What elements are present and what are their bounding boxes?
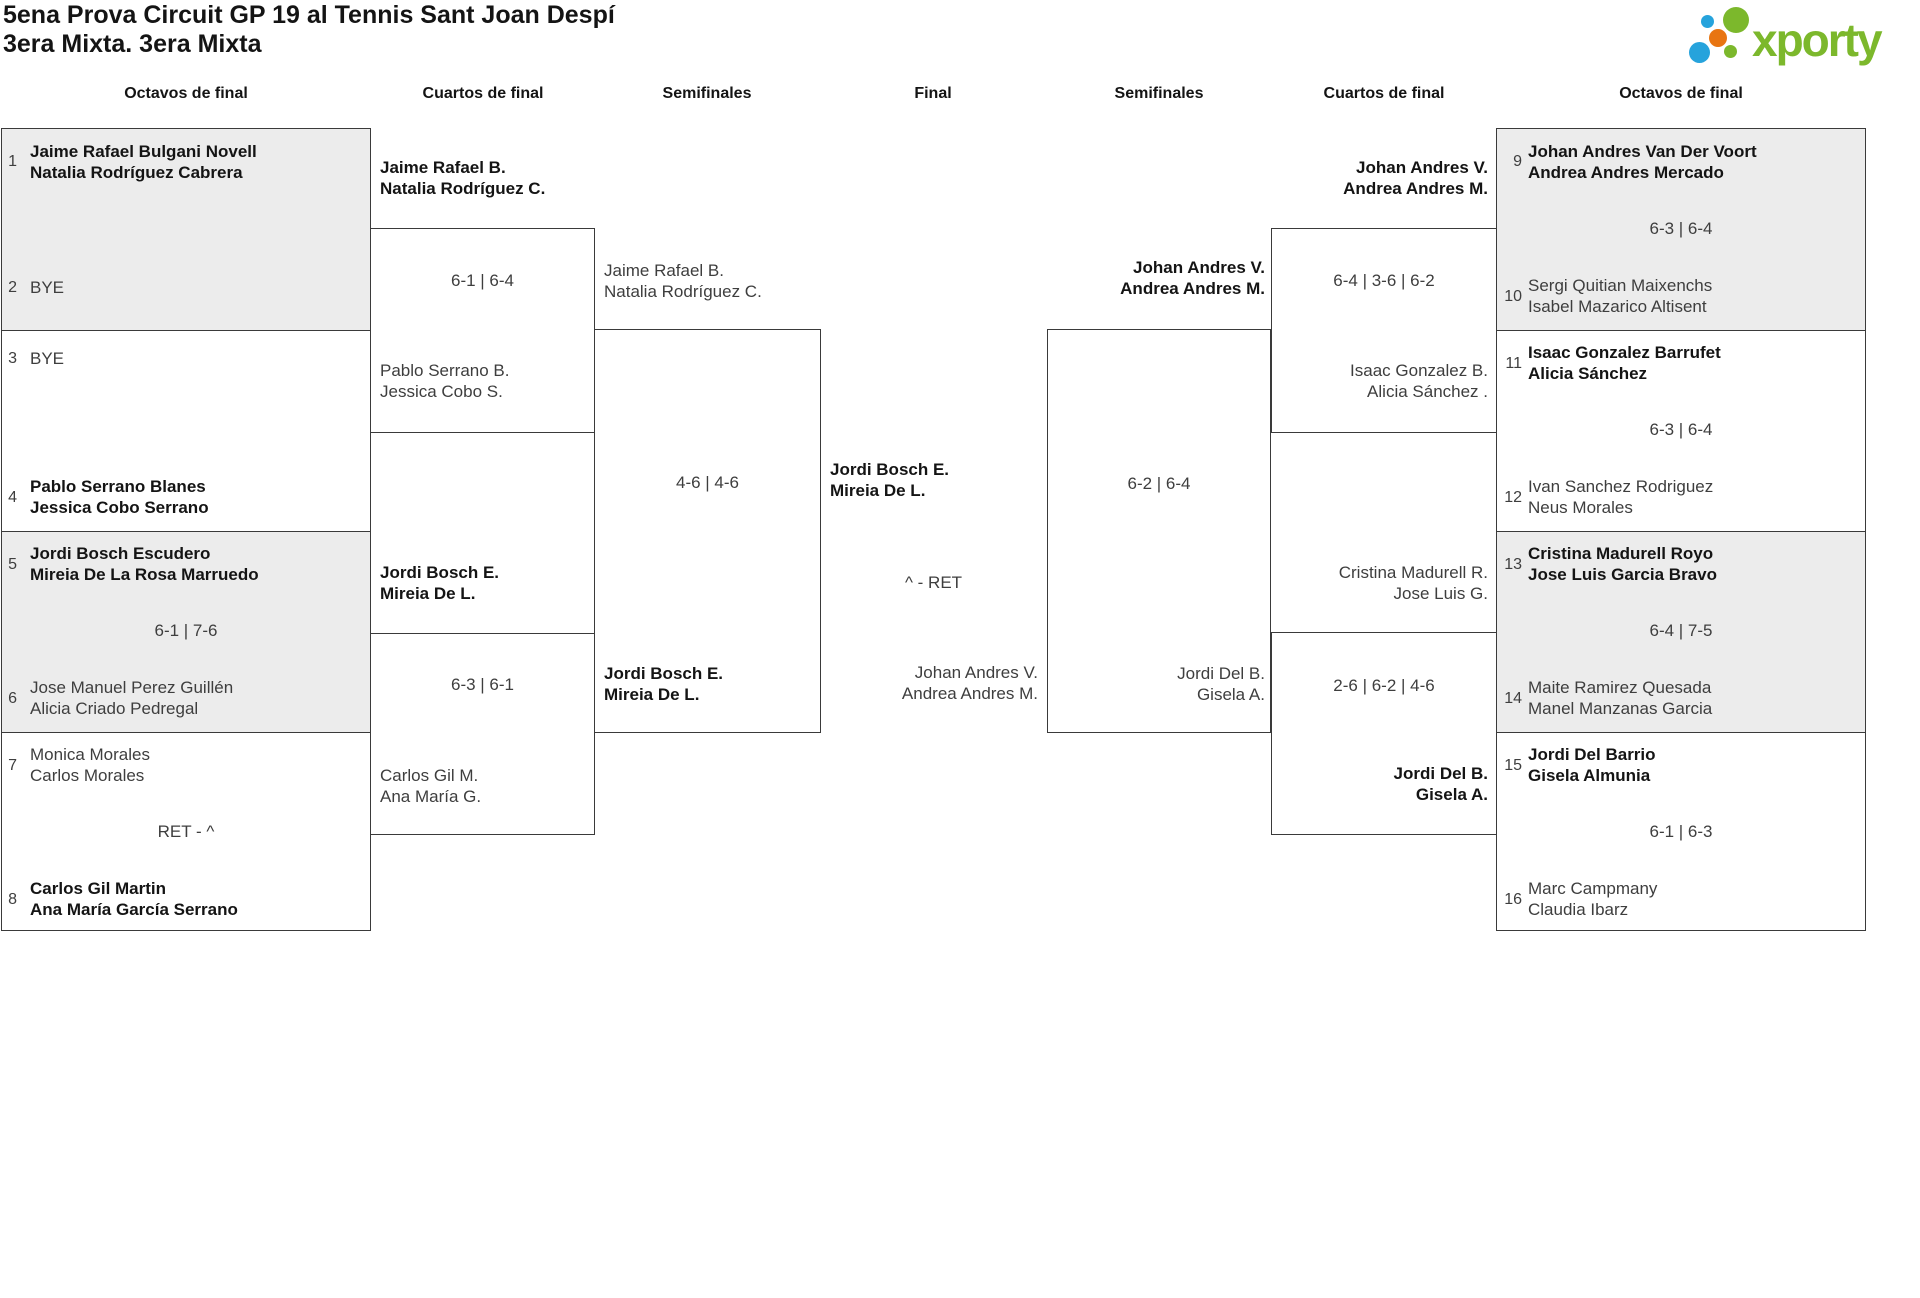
match-box — [1497, 129, 1865, 330]
logo-dot-green-small — [1724, 45, 1737, 58]
team-entry: Jaime Rafael B. Natalia Rodríguez C. — [380, 158, 546, 198]
match-score: 6-1 | 7-6 — [154, 621, 218, 640]
octavos-left-column — [1, 128, 371, 931]
logo-dot-blue-large — [1689, 42, 1710, 63]
match-score: 2-6 | 6-2 | 4-6 — [1333, 676, 1435, 695]
team-entry: Pablo Serrano Blanes Jessica Cobo Serran… — [30, 477, 209, 517]
match-box-cuartos-left-2 — [370, 633, 595, 835]
match-box-cuartos-left-1 — [370, 228, 595, 433]
seed-number: 15 — [1504, 757, 1522, 774]
match-score: 6-3 | 6-4 — [1649, 420, 1713, 439]
team-entry: Johan Andres Van Der Voort Andrea Andres… — [1528, 142, 1757, 182]
match-box-semifinal-right — [1047, 329, 1271, 733]
match-box — [2, 531, 370, 732]
seed-number: 2 — [8, 279, 17, 296]
team-entry: Isaac Gonzalez Barrufet Alicia Sánchez — [1528, 343, 1721, 383]
team-entry-champion: Jordi Bosch E. Mireia De L. — [830, 460, 950, 500]
logo-dot-green-large — [1723, 7, 1749, 33]
team-entry: Jordi Del B. Gisela A. — [1177, 664, 1265, 704]
seed-number: 10 — [1504, 288, 1522, 305]
match-score: 6-4 | 3-6 | 6-2 — [1333, 271, 1435, 290]
team-entry: Ivan Sanchez Rodriguez Neus Morales — [1528, 477, 1714, 517]
match-score: 6-1 | 6-3 — [1649, 822, 1713, 841]
team-entry: Johan Andres V. Andrea Andres M. — [901, 663, 1038, 703]
match-box — [1497, 330, 1865, 531]
octavos-right-column — [1496, 128, 1866, 931]
match-box-cuartos-right-1 — [1271, 228, 1497, 433]
team-entry: Cristina Madurell Royo Jose Luis Garcia … — [1528, 544, 1717, 584]
round-header-cuartos-left: Cuartos de final — [422, 85, 544, 102]
match-box — [2, 129, 370, 330]
team-entry: Johan Andres V. Andrea Andres M. — [1120, 258, 1265, 298]
match-box — [1497, 732, 1865, 929]
round-header-cuartos-right: Cuartos de final — [1323, 85, 1445, 102]
seed-number: 6 — [8, 690, 17, 707]
logo-dot-orange — [1709, 29, 1727, 47]
seed-number: 9 — [1513, 153, 1522, 170]
logo-dot-blue-small — [1701, 15, 1714, 28]
match-box-cuartos-right-2 — [1271, 632, 1497, 835]
team-entry: BYE — [30, 278, 65, 297]
match-box — [2, 732, 370, 929]
match-score: 6-3 | 6-1 — [450, 675, 514, 694]
match-score: 6-2 | 6-4 — [1127, 474, 1191, 493]
match-score: 4-6 | 4-6 — [675, 473, 739, 492]
seed-number: 8 — [8, 891, 17, 908]
match-score: 6-3 | 6-4 — [1649, 219, 1713, 238]
match-box — [1497, 531, 1865, 732]
category-subtitle: 3era Mixta. 3era Mixta — [3, 30, 262, 58]
match-box-semifinal-left — [594, 329, 821, 733]
team-entry: Isaac Gonzalez B. Alicia Sánchez . — [1350, 361, 1488, 401]
team-entry: Jordi Bosch Escudero Mireia De La Rosa M… — [30, 544, 259, 584]
seed-number: 3 — [8, 350, 17, 367]
match-score: RET - ^ — [157, 822, 215, 841]
team-entry: Johan Andres V. Andrea Andres M. — [1343, 158, 1488, 198]
seed-number: 5 — [8, 556, 17, 573]
match-score: 6-1 | 6-4 — [450, 271, 514, 290]
match-box — [2, 330, 370, 531]
team-entry: Jaime Rafael B. Natalia Rodríguez C. — [604, 261, 762, 301]
team-entry: Monica Morales Carlos Morales — [30, 745, 150, 785]
team-entry: Carlos Gil M. Ana María G. — [380, 766, 482, 806]
seed-number: 12 — [1504, 489, 1522, 506]
tournament-title: 5ena Prova Circuit GP 19 al Tennis Sant … — [3, 1, 615, 59]
team-entry: Sergi Quitian Maixenchs Isabel Mazarico … — [1528, 276, 1713, 316]
logo-wordmark: xporty — [1752, 14, 1883, 66]
seed-number: 7 — [8, 757, 17, 774]
team-entry: Jaime Rafael Bulgani Novell Natalia Rodr… — [30, 142, 257, 182]
round-header-semis-left: Semifinales — [662, 85, 752, 102]
team-entry: Cristina Madurell R. Jose Luis G. — [1338, 563, 1488, 603]
round-header-semis-right: Semifinales — [1114, 85, 1204, 102]
team-entry: Jordi Bosch E. Mireia De L. — [380, 563, 500, 603]
seed-number: 1 — [8, 153, 17, 170]
round-header-octavos-right: Octavos de final — [1619, 85, 1743, 102]
seed-number: 4 — [8, 489, 17, 506]
team-entry: BYE — [30, 349, 65, 368]
round-header-final: Final — [914, 85, 952, 102]
team-entry: Jordi Del Barrio Gisela Almunia — [1528, 745, 1656, 785]
seed-number: 16 — [1504, 891, 1522, 908]
match-score: ^ - RET — [904, 573, 963, 592]
team-entry: Carlos Gil Martin Ana María García Serra… — [30, 879, 238, 919]
seed-number: 11 — [1505, 355, 1522, 372]
seed-number: 13 — [1504, 556, 1522, 573]
seed-number: 14 — [1504, 690, 1522, 707]
tournament-title-line: 5ena Prova Circuit GP 19 al Tennis Sant … — [3, 1, 615, 29]
team-entry: Jordi Bosch E. Mireia De L. — [604, 664, 724, 704]
team-entry: Maite Ramirez Quesada Manel Manzanas Gar… — [1528, 678, 1713, 718]
team-entry: Marc Campmany Claudia Ibarz — [1528, 879, 1658, 919]
round-header-octavos-left: Octavos de final — [124, 85, 248, 102]
team-entry: Jose Manuel Perez Guillén Alicia Criado … — [30, 678, 234, 718]
match-score: 6-4 | 7-5 — [1649, 621, 1713, 640]
team-entry: Pablo Serrano B. Jessica Cobo S. — [380, 361, 510, 401]
team-entry: Jordi Del B. Gisela A. — [1393, 764, 1488, 804]
